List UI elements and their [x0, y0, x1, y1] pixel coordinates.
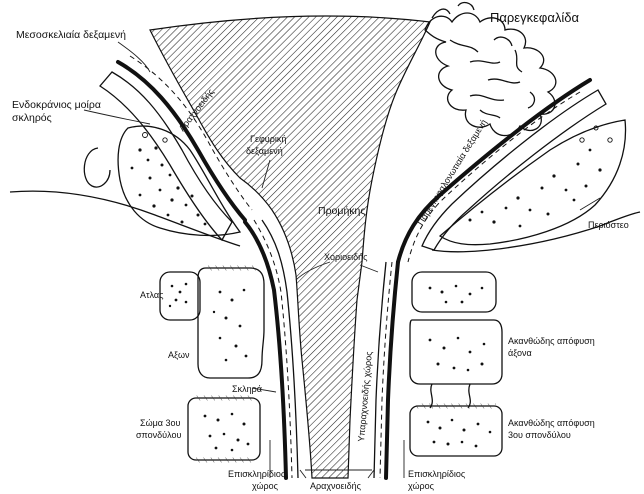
label-gefyriki-line1: Γεφυρική: [250, 134, 286, 144]
label-soma-line1: Σώμα 3ου: [140, 418, 180, 428]
leader-mesoskeliaia: [118, 42, 150, 72]
label-episklirid-left-line2: χώρος: [252, 481, 279, 491]
leader-endokranios: [84, 110, 150, 124]
leader-periosteo: [580, 198, 600, 210]
label-ypoaraxnoeidis: Υπαραχνοειδής χώρος: [356, 350, 374, 442]
vertebra-3rd-body: [188, 398, 260, 460]
label-periosteo: Περιόστεο: [588, 220, 629, 230]
label-paregkefalida: Παρεγκεφαλίδα: [490, 10, 579, 25]
label-choroeidis: Χοριοειδής: [324, 252, 368, 262]
leader-choroeidis-right: [360, 265, 378, 272]
label-endokranios-line1: Ενδοκράνιος μοίρα: [12, 99, 101, 111]
spinous-process-3rd: [410, 406, 502, 456]
spinous-process-upper: [412, 272, 496, 312]
dura-right-spinal: [386, 262, 398, 478]
label-sklira: Σκληρά: [232, 384, 262, 394]
outer-curve-left: [10, 191, 240, 246]
vertebra-atlas: [160, 272, 200, 320]
label-episklirid-right-line1: Επισκληρίδιος: [408, 469, 466, 479]
spinous-process-axis: [410, 320, 502, 384]
dura-right-upper: [398, 80, 590, 262]
label-atlas: Ατλας: [140, 290, 164, 300]
label-akanthodis-axona-line2: άξονα: [508, 348, 532, 358]
label-endokranios-line2: σκληρός: [12, 112, 52, 124]
label-episklirid-right-line2: χώρος: [408, 481, 435, 491]
dura-left-spinal: [245, 222, 286, 478]
label-episklirid-left-line1: Επισκληρίδιος: [228, 469, 286, 479]
label-promikis: Προμήκης: [318, 205, 365, 217]
label-akanthodis-axona-line1: Ακανθώδης απόφυση: [508, 336, 595, 346]
label-akanthodis-3-line1: Ακανθώδης απόφυση: [508, 418, 595, 428]
occipital-bone-right-dots: [469, 126, 613, 227]
label-soma-line2: σπονδύλου: [136, 430, 181, 440]
vertebra-axis: [198, 268, 264, 378]
label-akanthodis-3-line2: 3ου σπονδύλου: [508, 430, 571, 440]
label-gefyriki-line2: δεξαμενή: [246, 146, 283, 156]
label-paregkefalonotiaia: Παρεγκεφαλονωτιαία δεξαμενή: [415, 118, 489, 227]
label-arachnoeidis-bottom: Αραχνοειδής: [310, 481, 362, 491]
label-mesoskeliaia: Μεσοσκελιαία δεξαμενή: [16, 29, 126, 41]
label-axon: Αξων: [168, 350, 190, 360]
